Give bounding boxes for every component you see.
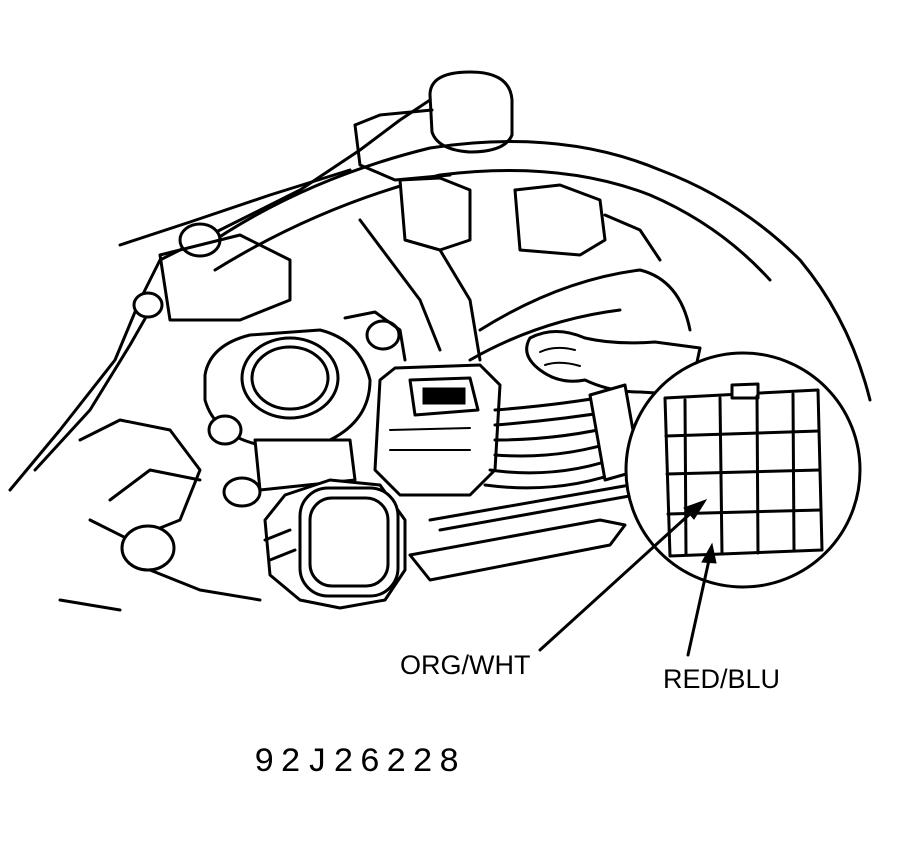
- arrow-org-wht: [538, 499, 708, 652]
- sensor-drawing: [263, 478, 637, 610]
- figure-id: 92J26228: [254, 744, 465, 782]
- label-org-wht: ORG/WHT: [400, 650, 530, 680]
- throttle-body-drawing: [203, 310, 407, 508]
- engine-body-drawing: [8, 70, 872, 612]
- connector-face-inset: [624, 351, 862, 589]
- arrow-red-blu: [686, 542, 717, 657]
- label-red-blu: RED/BLU: [663, 664, 780, 694]
- connector-drawing: [373, 363, 642, 497]
